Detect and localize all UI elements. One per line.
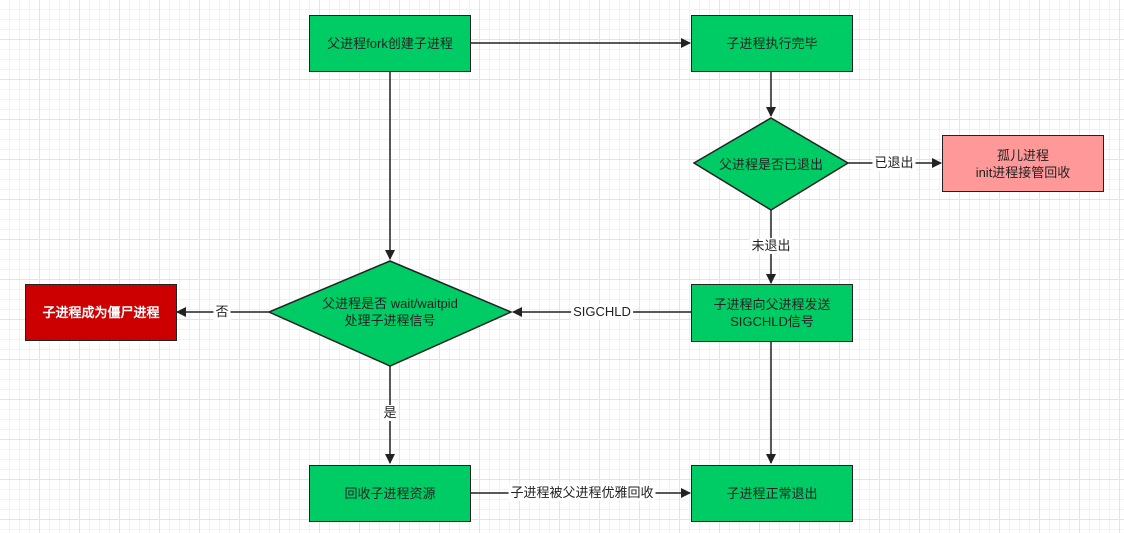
send-sigchld-line1: 子进程向父进程发送 <box>713 297 831 312</box>
orphan-title: 孤儿进程 <box>996 147 1049 163</box>
normal-exit-box: 子进程正常退出 <box>691 465 853 522</box>
edge-label-reclaimed: 子进程被父进程优雅回收 <box>508 485 656 501</box>
edge-label-no: 否 <box>213 304 231 320</box>
edge-label-sigchld: SIGCHLD <box>571 304 633 320</box>
fork-create-box: 父进程fork创建子进程 <box>309 15 471 72</box>
normal-exit-label: 子进程正常退出 <box>726 486 818 501</box>
wait-question: 父进程是否 wait/waitpid 处理子进程信号 <box>322 296 458 328</box>
send-sigchld-box: 子进程向父进程发送 SIGCHLD信号 <box>691 284 853 342</box>
parent-exited-question: 父进程是否已退出 <box>718 156 823 172</box>
send-sigchld-line2: SIGCHLD信号 <box>730 314 814 329</box>
zombie-process-box: 子进程成为僵尸进程 <box>25 284 177 341</box>
edge-label-not-exited: 未退出 <box>749 238 793 254</box>
child-done-box: 子进程执行完毕 <box>691 15 853 72</box>
orphan-process-box: 孤儿进程 init进程接管回收 <box>942 135 1104 192</box>
reclaim-label: 回收子进程资源 <box>344 486 436 501</box>
child-done-label: 子进程执行完毕 <box>726 36 818 51</box>
orphan-subtitle: init进程接管回收 <box>975 164 1071 180</box>
edge-label-exited: 已退出 <box>872 155 916 171</box>
reclaim-resources-box: 回收子进程资源 <box>309 465 471 522</box>
fork-create-label: 父进程fork创建子进程 <box>327 36 453 51</box>
edge-label-yes: 是 <box>381 405 399 421</box>
zombie-label: 子进程成为僵尸进程 <box>42 305 160 320</box>
